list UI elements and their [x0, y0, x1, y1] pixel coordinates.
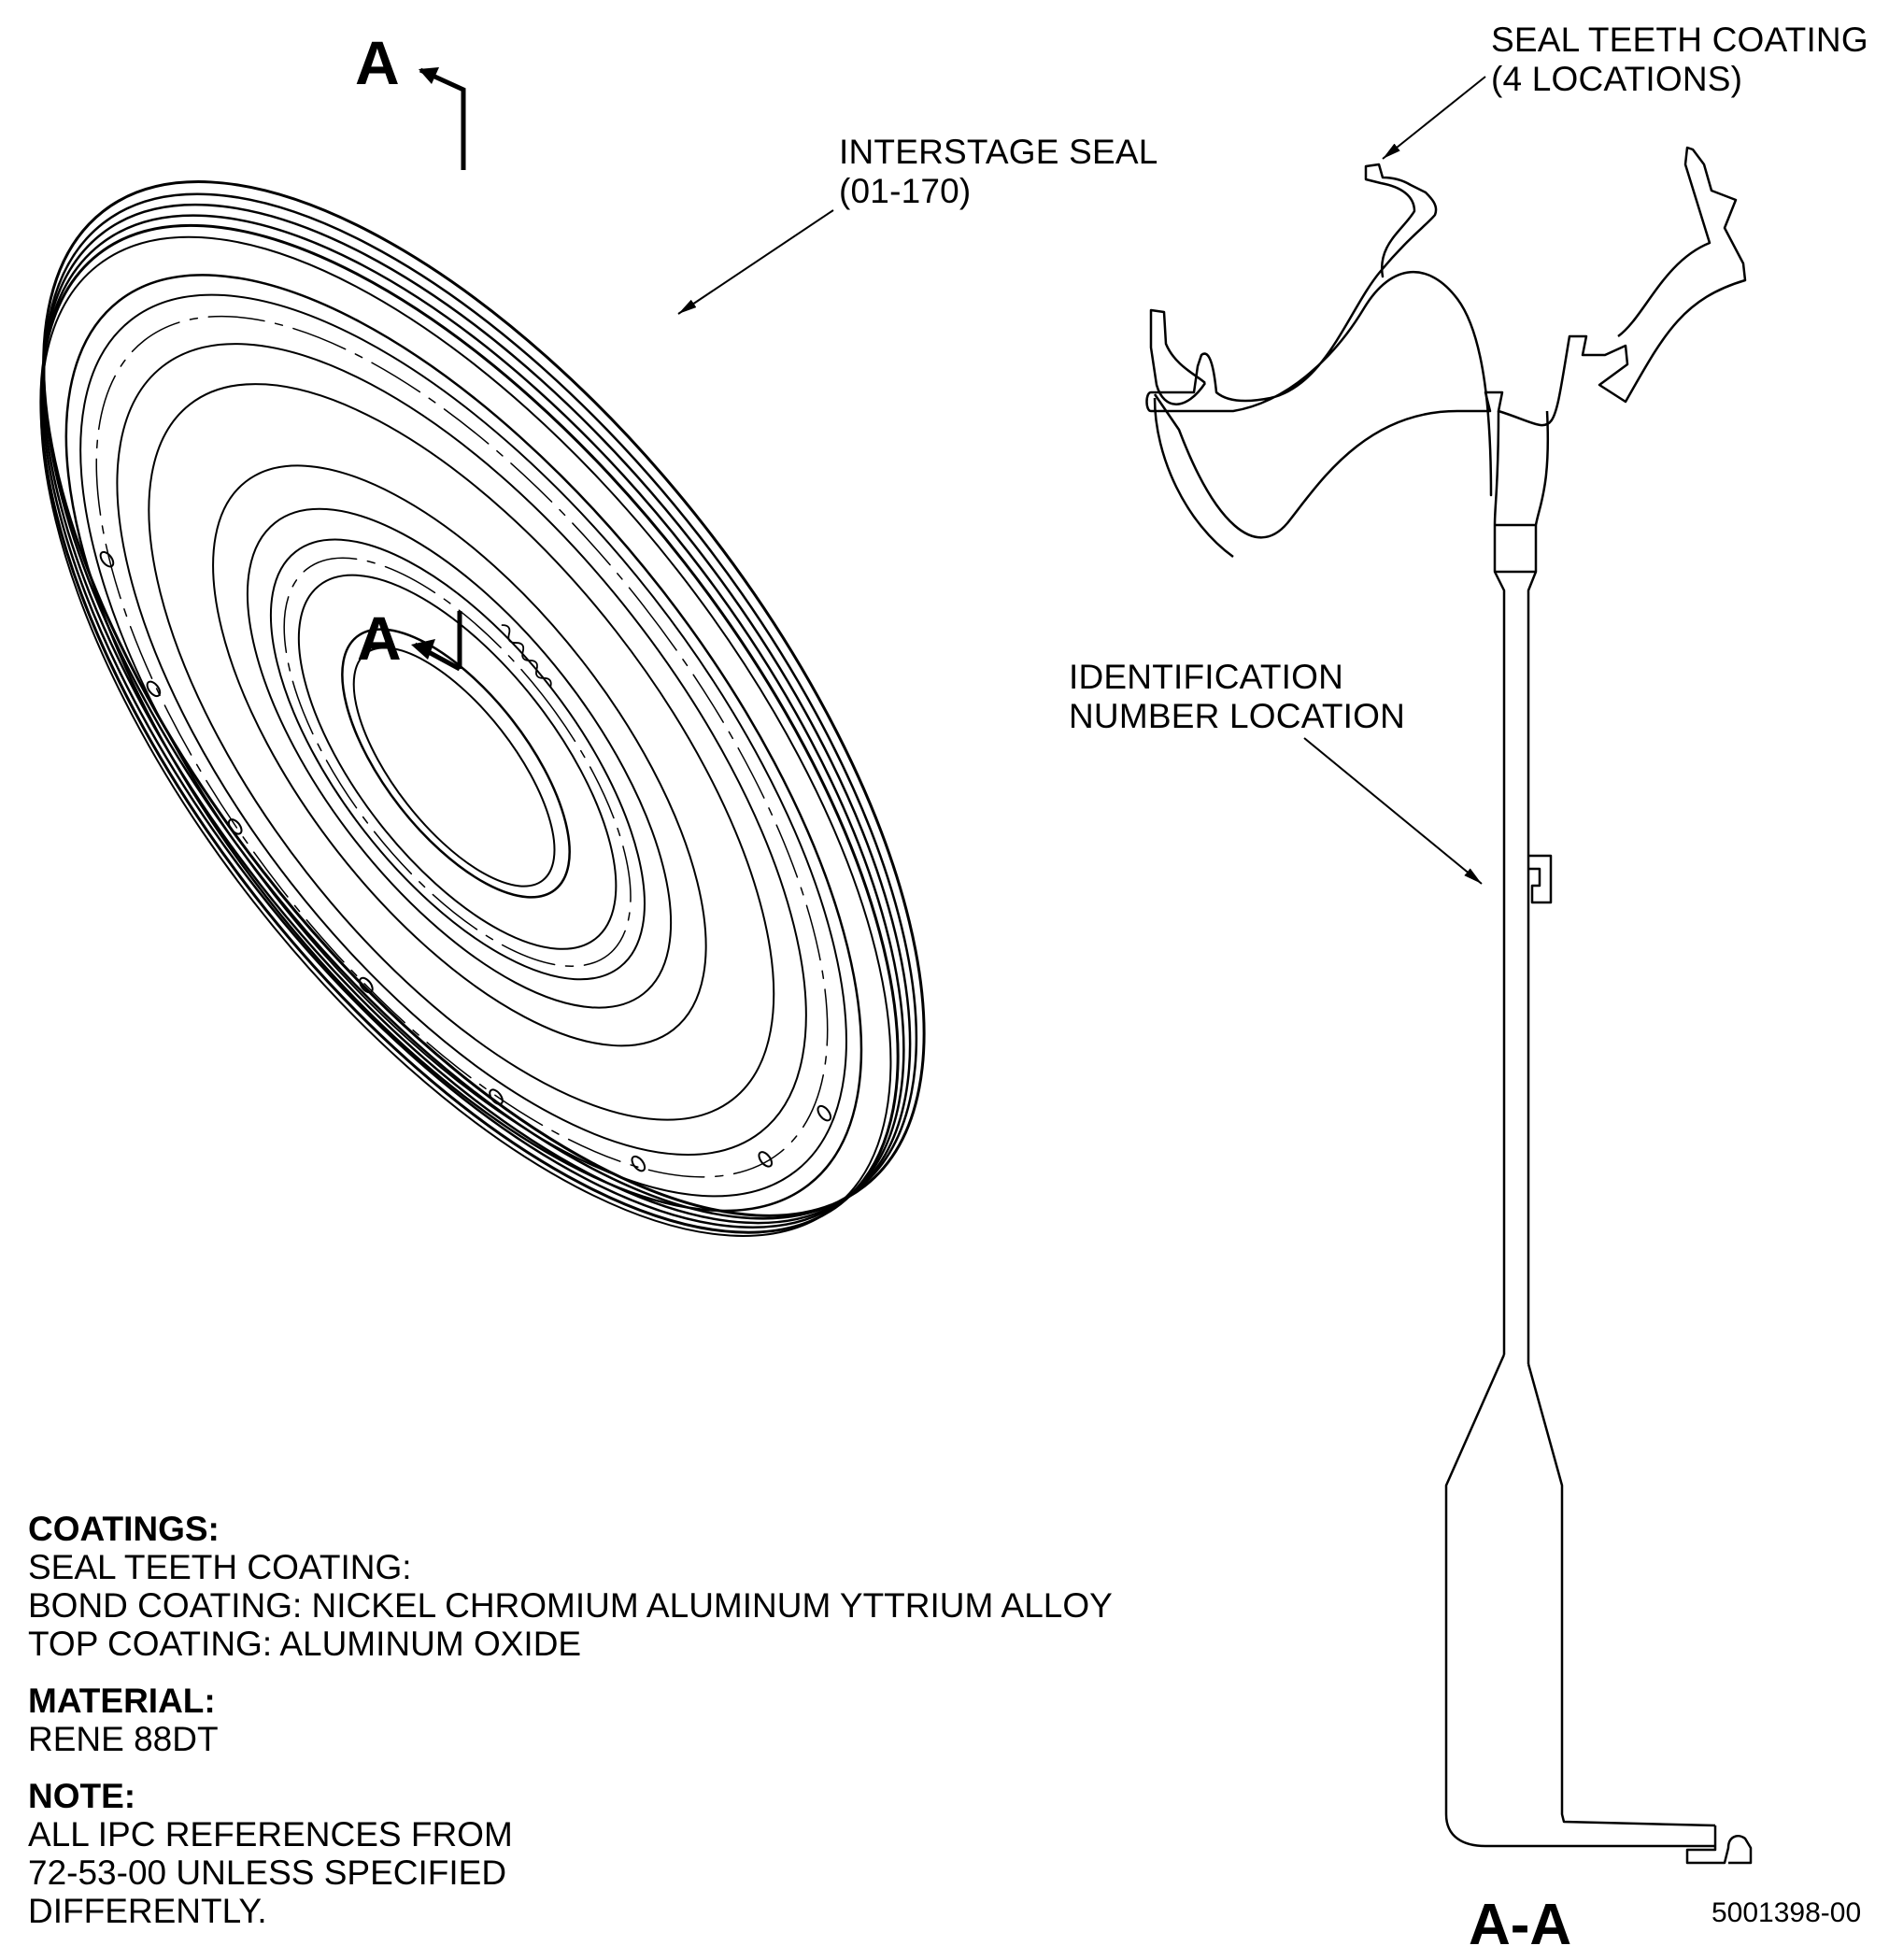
- section-profile-outline: [1145, 163, 1493, 497]
- note-group: NOTE: ALL IPC REFERENCES FROM 72-53-00 U…: [28, 1777, 1113, 1930]
- interstage-seal-disk: [39, 180, 926, 1237]
- material-header: MATERIAL:: [28, 1682, 216, 1720]
- bolt-circle-centerline: [95, 315, 829, 1178]
- section-view-title: A-A: [1469, 1893, 1572, 1957]
- label-interstage-seal: INTERSTAGE SEAL (01-170): [839, 133, 1158, 211]
- coatings-line: BOND COATING: NICKEL CHROMIUM ALUMINUM Y…: [28, 1586, 1113, 1625]
- seal-bore: [341, 628, 571, 899]
- note-line: 72-53-00 UNLESS SPECIFIED: [28, 1853, 507, 1892]
- label-ident-line2: NUMBER LOCATION: [1069, 697, 1406, 735]
- notes-block: COATINGS: SEAL TEETH COATING: BOND COATI…: [28, 1510, 1113, 1949]
- section-marker-top: A: [355, 28, 400, 97]
- material-line: RENE 88DT: [28, 1720, 219, 1758]
- label-interstage-seal-line1: INTERSTAGE SEAL: [839, 133, 1158, 171]
- bolt-holes: [99, 550, 832, 1172]
- leader-line: [1303, 737, 1483, 885]
- note-header: NOTE:: [28, 1777, 136, 1815]
- leader-line: [677, 209, 834, 315]
- label-seal-teeth-line1: SEAL TEETH COATING: [1491, 21, 1868, 59]
- coatings-header: COATINGS:: [28, 1510, 220, 1548]
- label-seal-teeth-line2: (4 LOCATIONS): [1491, 60, 1743, 98]
- section-arrow-head: [411, 639, 435, 660]
- coatings-line: SEAL TEETH COATING:: [28, 1548, 412, 1586]
- note-line: ALL IPC REFERENCES FROM: [28, 1815, 513, 1853]
- seal-outer-rim: [42, 180, 926, 1217]
- note-line: DIFFERENTLY.: [28, 1892, 267, 1930]
- section-marker-center: A: [357, 604, 402, 673]
- section-profile: [1149, 146, 1753, 1865]
- figure-number: 5001398-00: [1711, 1897, 1862, 1928]
- label-identification-number-location: IDENTIFICATION NUMBER LOCATION: [1069, 658, 1405, 736]
- label-interstage-seal-line2: (01-170): [839, 172, 972, 210]
- coatings-line: TOP COATING: ALUMINUM OXIDE: [28, 1625, 582, 1663]
- section-arrow-head: [419, 67, 439, 84]
- coatings-group: COATINGS: SEAL TEETH COATING: BOND COATI…: [28, 1510, 1113, 1663]
- label-seal-teeth-coating: SEAL TEETH COATING (4 LOCATIONS): [1491, 21, 1868, 99]
- leader-line: [1382, 76, 1486, 160]
- material-group: MATERIAL: RENE 88DT: [28, 1682, 1113, 1758]
- label-ident-line1: IDENTIFICATION: [1069, 658, 1343, 696]
